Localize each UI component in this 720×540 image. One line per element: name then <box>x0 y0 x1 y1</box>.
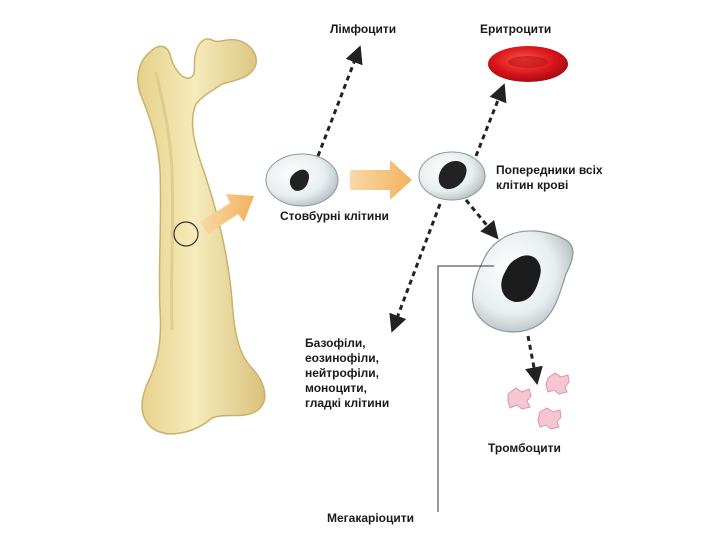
arrow-to-lymphocytes <box>316 45 363 157</box>
megakaryocyte-cell <box>471 230 574 333</box>
label-progenitors: Попередники всіх клітин крові <box>496 163 603 192</box>
arrow-to-platelets <box>525 335 543 386</box>
label-erythrocytes: Еритроцити <box>480 22 552 36</box>
label-platelets: Тромбоцити <box>488 441 561 455</box>
arrow-to-erythrocytes <box>474 83 507 157</box>
dashed-arrows <box>316 45 543 386</box>
label-lymphocytes: Лімфоцити <box>330 22 397 36</box>
platelets <box>507 372 570 430</box>
stem-cell <box>265 153 339 207</box>
femur-bone <box>137 38 266 435</box>
arrow-to-megakaryocyte <box>464 199 499 240</box>
arrow-to-leukocytes <box>389 203 442 333</box>
marrow-sample-circle <box>173 221 199 247</box>
label-megakaryocytes: Мегакаріоцити <box>327 511 415 525</box>
stem-to-progenitor-arrow <box>350 160 412 200</box>
erythrocyte-cell <box>488 46 568 82</box>
label-leukocytes: Базофіли, еозинофіли, нейтрофіли, моноци… <box>305 336 390 410</box>
progenitor-cell <box>418 151 486 201</box>
bone-to-stem-arrow <box>200 194 254 234</box>
label-stem-cells: Стовбурні клітини <box>280 209 389 223</box>
megakaryocyte-leader-line <box>437 265 494 512</box>
